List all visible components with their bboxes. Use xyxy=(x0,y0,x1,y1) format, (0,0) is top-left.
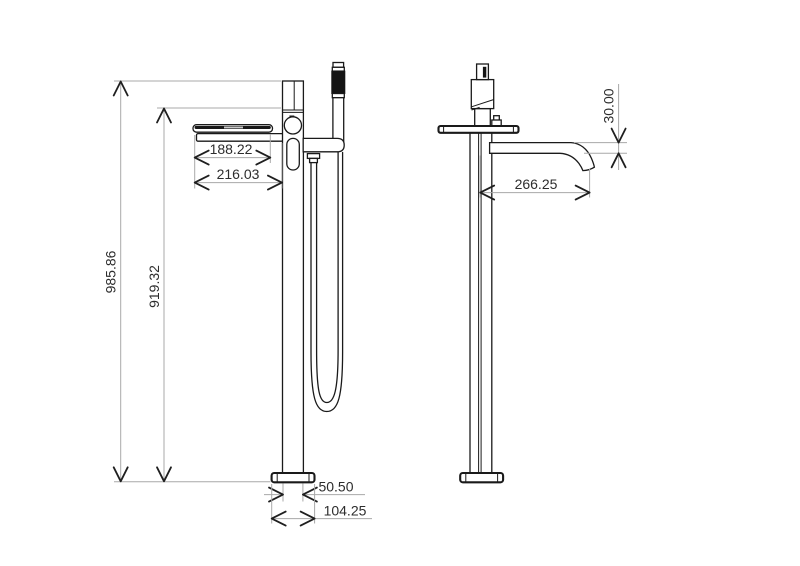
shower-hose xyxy=(310,151,344,413)
dim-total-height: 985.86 xyxy=(103,80,281,483)
dim-label-spout-reach: 266.25 xyxy=(515,176,558,192)
riser-column-side xyxy=(469,131,493,474)
front-view xyxy=(192,61,346,484)
side-view xyxy=(437,63,596,484)
diverter-button xyxy=(283,115,303,135)
arrow-left-icon xyxy=(479,184,496,201)
arrow-left-icon xyxy=(193,149,210,166)
arrow-left-icon xyxy=(193,174,210,191)
arrow-up-icon xyxy=(112,80,129,97)
riser-column-front xyxy=(281,80,305,474)
mixer-handle xyxy=(286,137,300,171)
hose-nut xyxy=(306,152,321,164)
arrow-up-icon xyxy=(610,152,627,169)
spout-front xyxy=(192,123,284,142)
arrow-right-icon xyxy=(255,149,272,166)
arrow-left-icon xyxy=(270,510,287,527)
lever-knob-side xyxy=(475,63,490,81)
arrow-up-icon xyxy=(156,107,172,124)
dim-label-spout-top-length: 188.22 xyxy=(210,141,253,157)
arrow-down-icon xyxy=(610,127,627,144)
dim-label-total-height: 985.86 xyxy=(103,250,119,293)
arrow-down-icon xyxy=(156,466,172,483)
dim-label-base-width: 104.25 xyxy=(324,503,367,519)
base-side xyxy=(459,471,505,484)
hand-shower-grip xyxy=(331,70,346,94)
dimensions: 985.86 919.32 188.22 216.03 xyxy=(103,80,627,527)
handle-housing-side xyxy=(470,63,495,127)
spout-side xyxy=(488,141,596,172)
dim-spout-top-length: 188.22 xyxy=(193,134,272,189)
arrow-right-icon xyxy=(574,184,591,201)
arrow-right-icon xyxy=(267,174,283,191)
dim-label-spout-diameter: 30.00 xyxy=(601,88,617,123)
dim-spout-diameter: 30.00 xyxy=(574,84,627,170)
dim-label-body-height: 919.32 xyxy=(146,265,162,308)
base-front xyxy=(270,471,316,484)
diverter-side xyxy=(491,115,502,127)
dim-body-height: 919.32 xyxy=(146,107,281,483)
spout-plate-side xyxy=(437,124,520,134)
dim-label-column-width: 50.50 xyxy=(318,479,353,495)
hand-shower xyxy=(331,61,346,143)
arrow-down-icon xyxy=(112,466,129,483)
arrow-right-icon xyxy=(299,510,316,527)
dim-base-width: 104.25 xyxy=(270,484,372,527)
dim-spout-length: 216.03 xyxy=(193,143,283,191)
dim-spout-reach: 266.25 xyxy=(479,155,591,201)
shower-holder xyxy=(302,137,345,153)
dim-label-spout-length: 216.03 xyxy=(217,166,260,182)
